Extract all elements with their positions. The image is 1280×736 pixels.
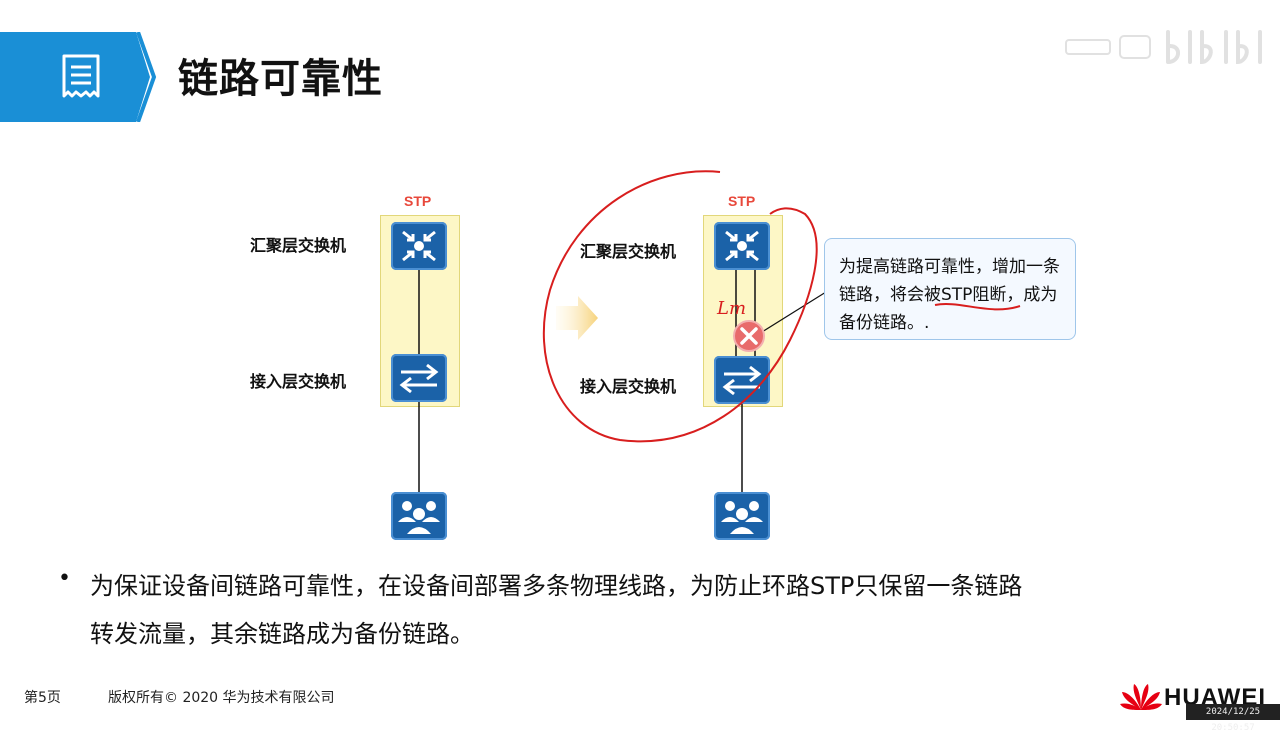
watermark-logo bbox=[1065, 30, 1262, 65]
access-switch-label-left: 接入层交换机 bbox=[250, 372, 347, 391]
bullet-line-2: 转发流量，其余链路成为备份链路。 bbox=[90, 620, 474, 648]
aggregation-switch-left bbox=[391, 222, 447, 270]
core-switch-icon bbox=[725, 230, 759, 262]
stp-label-left: STP bbox=[404, 193, 432, 209]
access-switch-right bbox=[714, 356, 770, 404]
bullet-dot: • bbox=[58, 566, 71, 591]
aggregation-switch-label-right: 汇聚层交换机 bbox=[580, 242, 677, 261]
document-icon bbox=[62, 54, 100, 98]
transition-arrow-icon bbox=[556, 296, 598, 340]
user-group-right bbox=[714, 492, 770, 540]
aggregation-switch-label-left: 汇聚层交换机 bbox=[250, 236, 347, 255]
callout-text: 为提高链路可靠性，增加一条链路，将会被STP阻断，成为备份链路。. bbox=[839, 257, 1060, 333]
header-band bbox=[0, 32, 150, 122]
users-icon bbox=[398, 501, 440, 534]
callout-box: 为提高链路可靠性，增加一条链路，将会被STP阻断，成为备份链路。. bbox=[824, 238, 1076, 340]
blocked-link-icon bbox=[733, 320, 765, 352]
switch-arrows-icon bbox=[399, 363, 439, 394]
user-group-left bbox=[391, 492, 447, 540]
users-icon bbox=[721, 501, 763, 534]
timestamp: 2024/12/25 20:50:57 bbox=[1186, 704, 1280, 733]
stp-label-right: STP bbox=[728, 193, 756, 209]
page-title: 链路可靠性 bbox=[178, 56, 383, 102]
annotation-mark: Lm bbox=[717, 298, 747, 319]
switch-arrows-icon bbox=[722, 365, 762, 396]
copyright: 版权所有© 2020 华为技术有限公司 bbox=[108, 690, 335, 706]
huawei-logo-icon bbox=[1120, 684, 1162, 710]
page-number: 第5页 bbox=[24, 690, 61, 706]
access-switch-left bbox=[391, 354, 447, 402]
aggregation-switch-right bbox=[714, 222, 770, 270]
diagram-links bbox=[418, 268, 827, 492]
header-chevron-icon bbox=[136, 32, 157, 122]
access-switch-label-right: 接入层交换机 bbox=[580, 377, 677, 396]
bullet-line-1: 为保证设备间链路可靠性，在设备间部署多条物理线路，为防止环路STP只保留一条链路 bbox=[90, 572, 1023, 600]
red-annotations bbox=[542, 170, 1021, 443]
core-switch-icon bbox=[402, 230, 436, 262]
